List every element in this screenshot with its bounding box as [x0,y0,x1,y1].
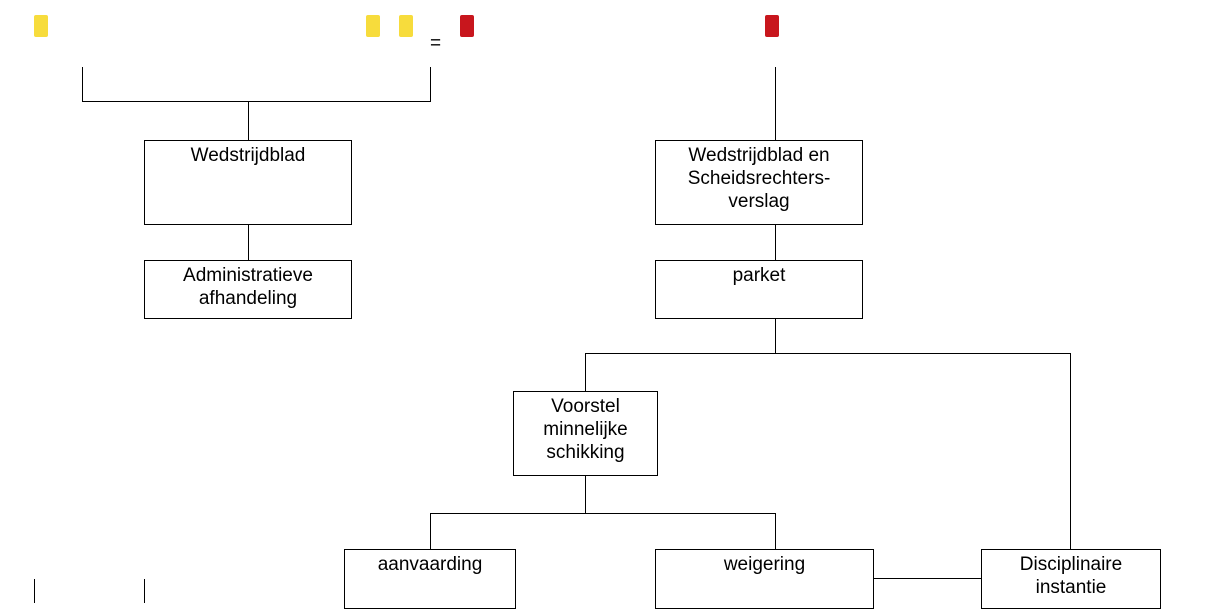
connector-line [585,353,1071,354]
connector-line [430,513,431,550]
connector-line [775,67,776,141]
connector-line [775,318,776,354]
red-card-icon [765,15,779,37]
connector-line [585,353,586,392]
connector-line [248,224,249,261]
node-voorstel-minnelijke-schikking: Voorstel minnelijke schikking [513,391,658,476]
node-administratieve-afhandeling: Administratieve afhandeling [144,260,352,319]
connector-line [430,513,776,514]
node-weigering: weigering [655,549,874,609]
red-card-icon [460,15,474,37]
connector-line [775,224,776,261]
connector-line [82,101,431,102]
equals-sign: = [430,33,442,54]
node-wedstrijdblad: Wedstrijdblad [144,140,352,225]
connector-line [873,578,982,579]
yellow-card-icon [34,15,48,37]
connector-line [1070,353,1071,550]
connector-line [248,101,249,141]
connector-line [585,475,586,514]
node-wedstrijdblad-scheidsrechtersverslag: Wedstrijdblad en Scheidsrechters- versla… [655,140,863,225]
node-disciplinaire-instantie: Disciplinaire instantie [981,549,1161,609]
connector-line [775,513,776,550]
connector-line [430,67,431,102]
yellow-card-icon [399,15,413,37]
node-parket: parket [655,260,863,319]
connector-line [144,579,145,603]
connector-line [82,67,83,102]
connector-line [34,579,35,603]
yellow-card-icon [366,15,380,37]
node-aanvaarding: aanvaarding [344,549,516,609]
